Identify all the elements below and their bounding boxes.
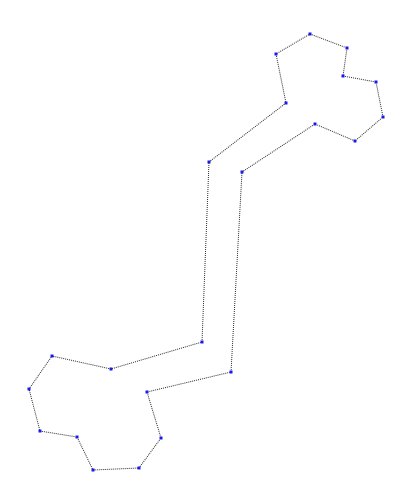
vertex-marker (284, 101, 288, 105)
vertex-marker (229, 370, 233, 374)
vertex-marker (137, 466, 141, 470)
vertex-marker (381, 115, 385, 119)
vertex-marker (50, 354, 54, 358)
vertex-marker (27, 387, 31, 391)
polygon-outline (28, 33, 384, 471)
vertex-marker (341, 74, 345, 78)
vertex-marker (240, 170, 244, 174)
vertex-marker (374, 80, 378, 84)
vertex-marker (91, 468, 95, 472)
vertex-markers (27, 32, 385, 472)
vertex-marker (145, 390, 149, 394)
vertex-marker (159, 436, 163, 440)
vertex-marker (207, 160, 211, 164)
vertex-marker (308, 32, 312, 36)
vertex-marker (274, 52, 278, 56)
vertex-marker (109, 367, 113, 371)
vertex-marker (200, 340, 204, 344)
vertex-marker (313, 122, 317, 126)
vertex-marker (345, 46, 349, 50)
vertex-marker (353, 139, 357, 143)
vertex-marker (38, 429, 42, 433)
vertex-marker (75, 435, 79, 439)
